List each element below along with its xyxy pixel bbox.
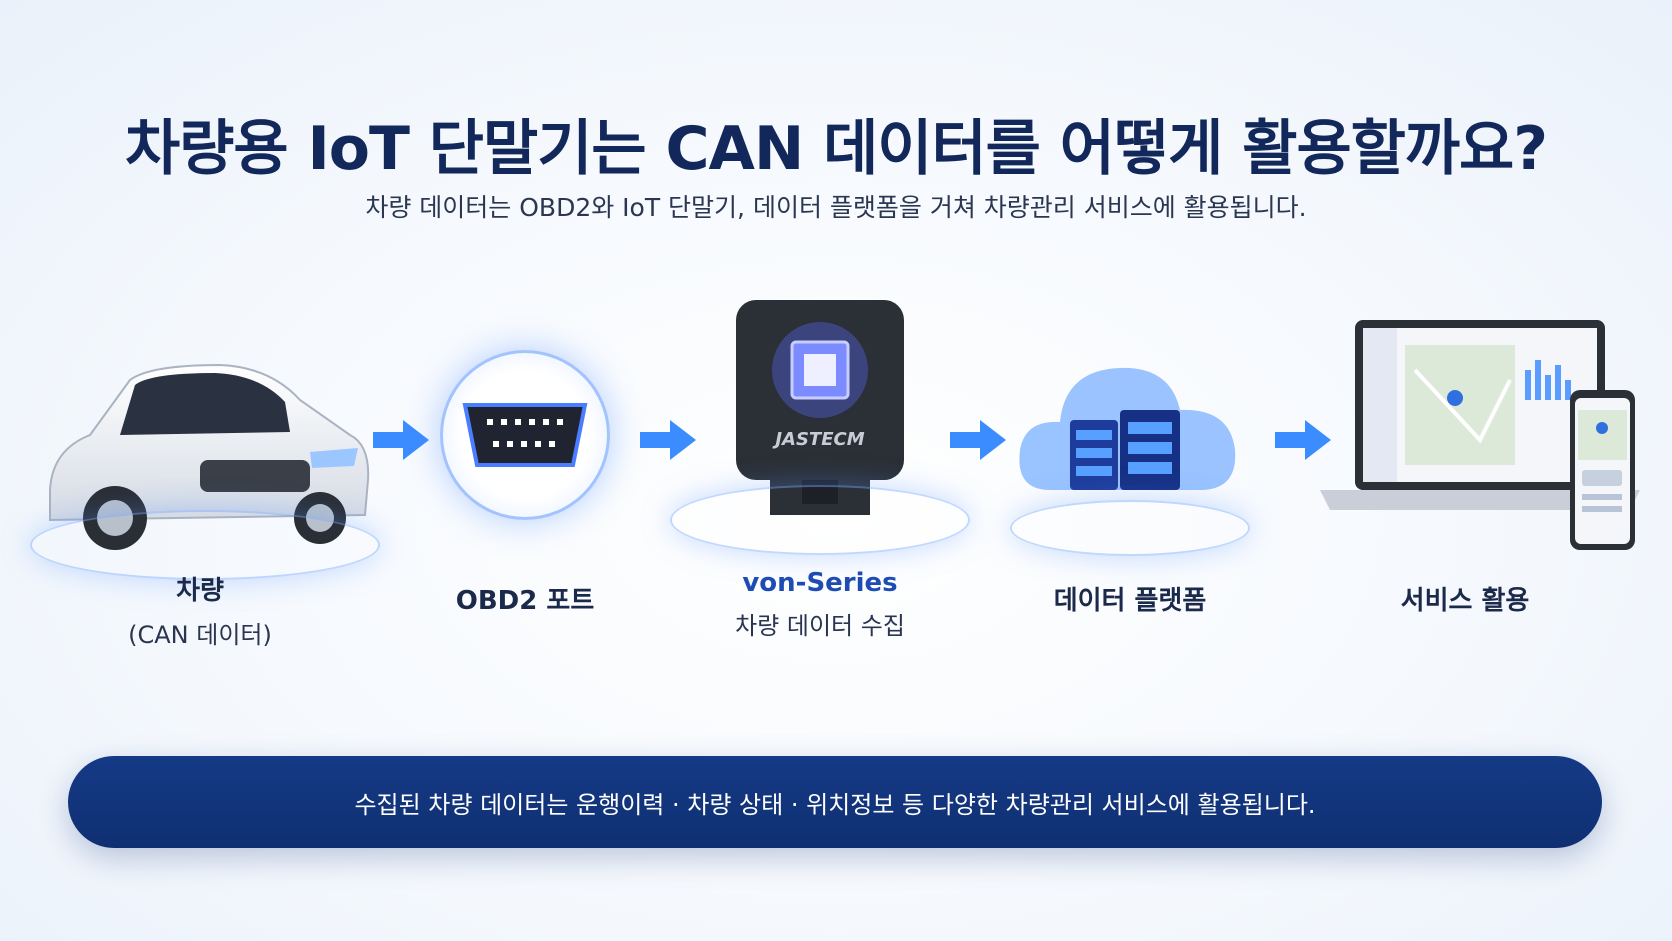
laptop-phone-icon <box>1320 320 1640 550</box>
step-label-car: 차량 (CAN 데이터) <box>128 576 272 649</box>
step-label-service: 서비스 활용 <box>1400 586 1530 616</box>
step-label-obd2: OBD2 포트 <box>455 586 595 616</box>
arrow-icon <box>373 420 429 460</box>
arrow-icon <box>950 420 1006 460</box>
arrow-icon <box>640 420 696 460</box>
step-label-device: von-Series 차량 데이터 수집 <box>735 568 905 640</box>
page-subtitle: 차량 데이터는 OBD2와 IoT 단말기, 데이터 플랫폼을 거쳐 차량관리 … <box>365 193 1307 222</box>
page-title: 차량용 IoT 단말기는 CAN 데이터를 어떻게 활용할까요? <box>124 114 1548 184</box>
device-brand-text: JASTECM <box>772 429 864 450</box>
step-cloud <box>1010 330 1250 560</box>
arrow-icon <box>1275 420 1331 460</box>
flow-diagram: JASTECM <box>0 280 1672 700</box>
step-label-platform: 데이터 플랫폼 <box>1053 586 1207 616</box>
step-service <box>1280 310 1640 570</box>
obd2-port-icon <box>462 403 588 467</box>
step-car <box>20 340 380 590</box>
step-device: JASTECM <box>670 280 970 560</box>
summary-text: 수집된 차량 데이터는 운행이력 · 차량 상태 · 위치정보 등 다양한 차량… <box>354 790 1316 819</box>
summary-banner: 수집된 차량 데이터는 운행이력 · 차량 상태 · 위치정보 등 다양한 차량… <box>68 756 1602 848</box>
step-obd2 <box>440 350 610 520</box>
cloud-server-icon <box>1019 367 1236 490</box>
